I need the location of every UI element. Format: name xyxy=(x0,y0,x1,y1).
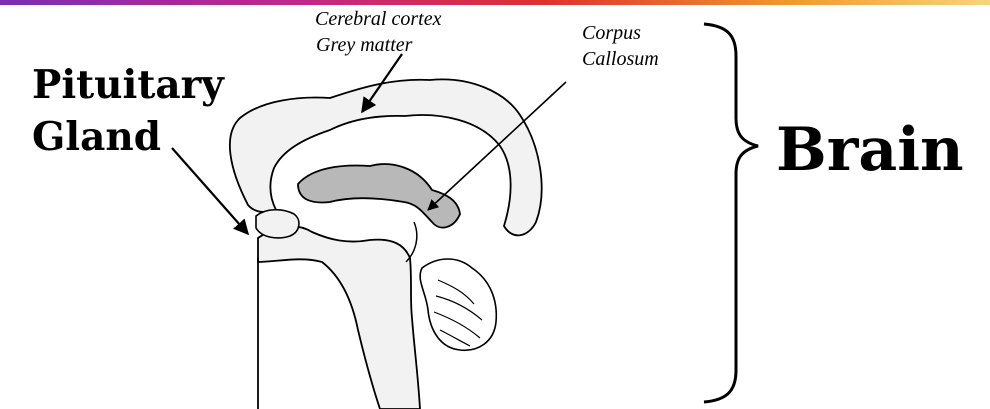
curly-brace-icon xyxy=(704,24,758,402)
callosum-label: Callosum xyxy=(582,48,659,71)
brain-stem xyxy=(258,226,420,409)
corpus-label: Corpus xyxy=(582,22,641,45)
brain-label: Brain xyxy=(776,120,964,180)
pituitary-region xyxy=(256,210,299,238)
cerebral-cortex-label: Cerebral cortex xyxy=(315,8,441,31)
pituitary-label: Pituitary xyxy=(32,66,224,105)
gland-label: Gland xyxy=(32,118,161,157)
corpus-callosum xyxy=(298,164,460,227)
grey-matter-label: Grey matter xyxy=(316,34,412,57)
